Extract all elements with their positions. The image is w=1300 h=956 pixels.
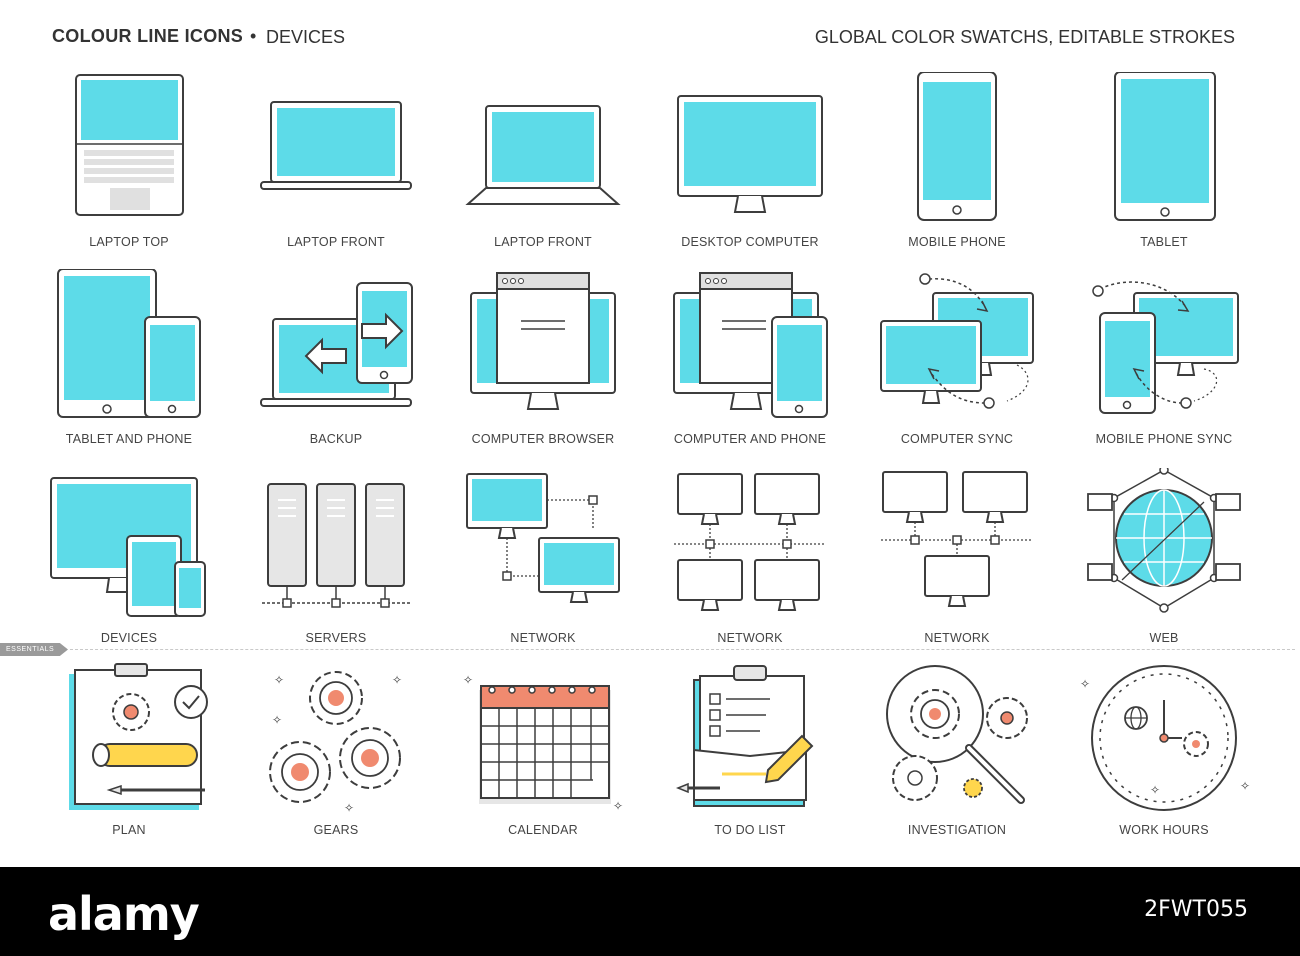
icon-label: LAPTOP FRONT	[494, 235, 592, 249]
icon-label: PLAN	[112, 823, 146, 837]
icon-label: COMPUTER AND PHONE	[673, 432, 827, 446]
icon-tile-work-hours: ✧ ✧ ✧ WORK HOURS	[1064, 660, 1264, 845]
icon-tile-mobile-phone: MOBILE PHONE	[857, 72, 1057, 257]
icon-label: COMPUTER BROWSER	[471, 432, 615, 446]
network-icon	[466, 473, 620, 603]
footer-watermark-bar: alamy 2FWT055	[0, 867, 1300, 956]
footer-logo: alamy	[48, 887, 200, 941]
icon-tile-computer-browser: COMPUTER BROWSER	[443, 269, 643, 454]
icon-label: INVESTIGATION	[907, 823, 1007, 837]
laptop-front-icon	[260, 101, 412, 190]
icon-tile-to-do-list: TO DO LIST	[650, 660, 850, 845]
svg-text:✧: ✧	[1150, 783, 1160, 797]
icon-tile-calendar: ✧ ✧ CALENDAR	[443, 660, 643, 845]
icon-tile-gears: ✧ ✧ ✧ ✧ GEARS	[236, 660, 436, 845]
icon-label: GEARS	[313, 823, 359, 837]
icon-label: WORK HOURS	[1119, 823, 1209, 837]
icon-tile-mobile-phone-sync: MOBILE PHONE SYNC	[1064, 269, 1264, 454]
dashed-divider-line	[70, 649, 1295, 650]
backup-icon	[260, 282, 413, 407]
header: COLOUR LINE ICONS • DEVICES GLOBAL COLOR…	[0, 0, 1300, 70]
icon-label: TABLET	[1140, 235, 1188, 249]
network-tree-icon	[881, 471, 1033, 607]
essentials-divider: ESSENTIALS	[0, 643, 1300, 657]
svg-text:✧: ✧	[463, 673, 473, 687]
icon-tile-devices: DEVICES	[29, 468, 229, 653]
svg-text:✧: ✧	[1240, 779, 1250, 793]
icon-label: MOBILE PHONE	[908, 235, 1006, 249]
icon-tile-web: WEB	[1064, 468, 1264, 653]
icon-label: NETWORK	[510, 631, 576, 645]
icon-label: DEVICES	[100, 631, 158, 645]
icon-label: TO DO LIST	[714, 823, 786, 837]
essentials-tag: ESSENTIALS	[0, 643, 68, 656]
svg-text:✧: ✧	[1080, 677, 1090, 691]
icon-label: BACKUP	[309, 432, 363, 446]
svg-text:✧: ✧	[344, 801, 354, 815]
icon-label: WEB	[1149, 631, 1179, 645]
icon-tile-laptop-front: LAPTOP FRONT	[236, 72, 436, 257]
icon-tile-backup: BACKUP	[236, 269, 436, 454]
work-hours-clock-icon: ✧ ✧ ✧	[1080, 665, 1250, 811]
icon-tile-desktop-computer: DESKTOP COMPUTER	[650, 72, 850, 257]
desktop-computer-icon	[677, 95, 823, 213]
tablet-and-phone-icon	[57, 269, 201, 418]
icon-tile-network-grid: NETWORK	[650, 468, 850, 653]
icon-label: COMPUTER SYNC	[900, 432, 1014, 446]
footer-image-id: 2FWT055	[1144, 897, 1248, 922]
svg-text:✧: ✧	[272, 713, 282, 727]
header-subtitle: DEVICES	[266, 27, 346, 47]
icon-tile-investigation: INVESTIGATION	[857, 660, 1057, 845]
web-globe-icon	[1087, 468, 1241, 613]
header-right-caption: GLOBAL COLOR SWATCHS, EDITABLE STROKES	[814, 27, 1235, 47]
header-title: COLOUR LINE ICONS	[52, 26, 244, 46]
icon-tile-tablet-and-phone: TABLET AND PHONE	[29, 269, 229, 454]
icon-label: LAPTOP FRONT	[287, 235, 385, 249]
svg-text:✧: ✧	[613, 799, 623, 813]
icon-label: CALENDAR	[508, 823, 578, 837]
gears-icon: ✧ ✧ ✧ ✧	[269, 671, 402, 815]
icon-label: TABLET AND PHONE	[65, 432, 193, 446]
icon-tile-computer-and-phone: COMPUTER AND PHONE	[650, 269, 850, 454]
icon-label: DESKTOP COMPUTER	[681, 235, 819, 249]
icon-tile-computer-sync: COMPUTER SYNC	[857, 269, 1057, 454]
icon-label: NETWORK	[717, 631, 783, 645]
mobile-phone-icon	[917, 72, 997, 221]
laptop-top-icon	[75, 74, 184, 216]
svg-text:✧: ✧	[392, 673, 402, 687]
computer-browser-icon	[470, 272, 616, 410]
tablet-icon	[1114, 72, 1216, 221]
investigation-icon	[886, 665, 1028, 804]
icon-tile-tablet: TABLET	[1064, 72, 1264, 257]
calendar-icon: ✧ ✧	[463, 673, 623, 813]
icon-tile-laptop-top: LAPTOP TOP	[29, 72, 229, 257]
icon-label: NETWORK	[924, 631, 990, 645]
icon-label: LAPTOP TOP	[89, 235, 169, 249]
icon-tile-network: NETWORK	[443, 468, 643, 653]
devices-icon	[50, 477, 206, 617]
icon-tile-network-tree: NETWORK	[857, 468, 1057, 653]
icon-tile-servers: SERVERS	[236, 468, 436, 653]
network-grid-icon	[674, 473, 826, 611]
icon-tile-plan: PLAN	[29, 660, 229, 845]
icon-label: MOBILE PHONE SYNC	[1095, 432, 1233, 446]
plan-icon	[69, 663, 208, 810]
mobile-phone-sync-icon	[1092, 281, 1239, 414]
svg-text:✧: ✧	[274, 673, 284, 687]
computer-sync-icon	[880, 273, 1034, 409]
laptop-front-open-icon	[465, 105, 621, 205]
to-do-list-icon	[675, 665, 814, 807]
computer-and-phone-icon	[673, 272, 828, 418]
icon-label: SERVERS	[305, 631, 367, 645]
icon-tile-laptop-front-2: LAPTOP FRONT	[443, 72, 643, 257]
header-bullet: •	[250, 26, 257, 46]
servers-icon	[262, 483, 410, 608]
